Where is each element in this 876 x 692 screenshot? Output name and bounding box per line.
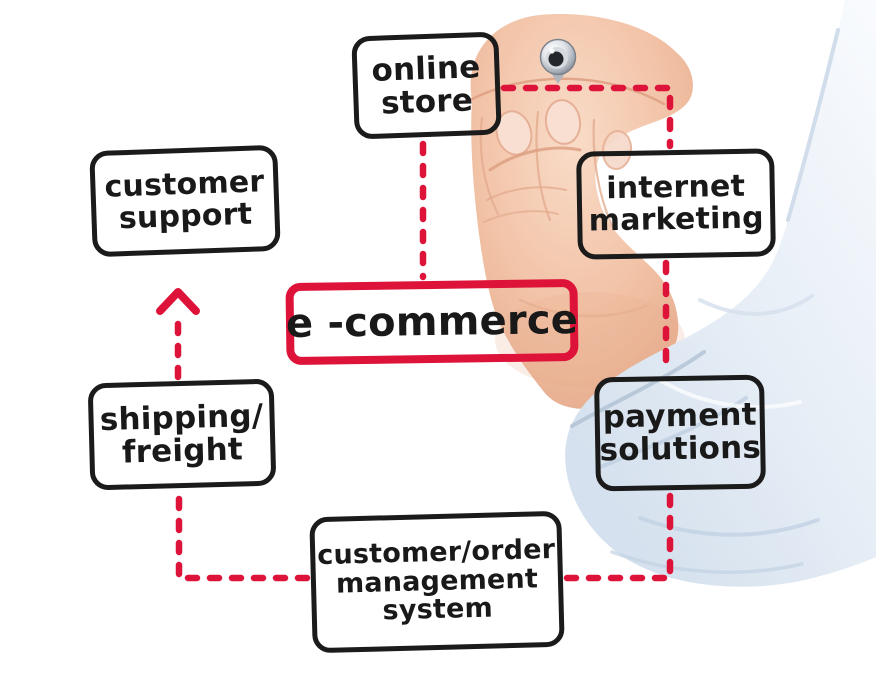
node-payment-solutions: payment solutions — [594, 374, 766, 492]
arrow-up-icon — [156, 288, 200, 315]
node-ecommerce: e -commerce — [285, 278, 579, 366]
node-online-store: online store — [351, 31, 502, 140]
node-ecommerce-line1: e -commerce — [285, 296, 579, 347]
fingernail — [601, 130, 633, 170]
connector-online-store-to-internet-marketing — [500, 84, 674, 150]
node-payment-solutions-line1: payment — [602, 396, 757, 436]
node-customer-support: customer support — [89, 144, 281, 258]
marker-pen-icon — [539, 38, 577, 84]
node-online-store-line2: store — [380, 81, 474, 122]
node-internet-marketing: internet marketing — [576, 148, 776, 260]
connector-payment-solutions-to-order-management — [563, 492, 674, 582]
fingernail — [544, 99, 582, 145]
node-customer-support-line2: support — [118, 196, 253, 237]
node-shipping-freight-line2: freight — [121, 430, 244, 471]
node-customer-order-management-line3: system — [382, 592, 494, 627]
shirt-sleeve — [565, 0, 876, 587]
connector-order-management-to-shipping-freight — [175, 490, 311, 582]
node-customer-order-management: customer/order management system — [309, 510, 565, 654]
node-internet-marketing-line1: internet — [606, 168, 746, 207]
node-internet-marketing-line2: marketing — [588, 200, 765, 239]
node-payment-solutions-line2: solutions — [599, 429, 762, 469]
node-shipping-freight: shipping/ freight — [87, 378, 277, 491]
